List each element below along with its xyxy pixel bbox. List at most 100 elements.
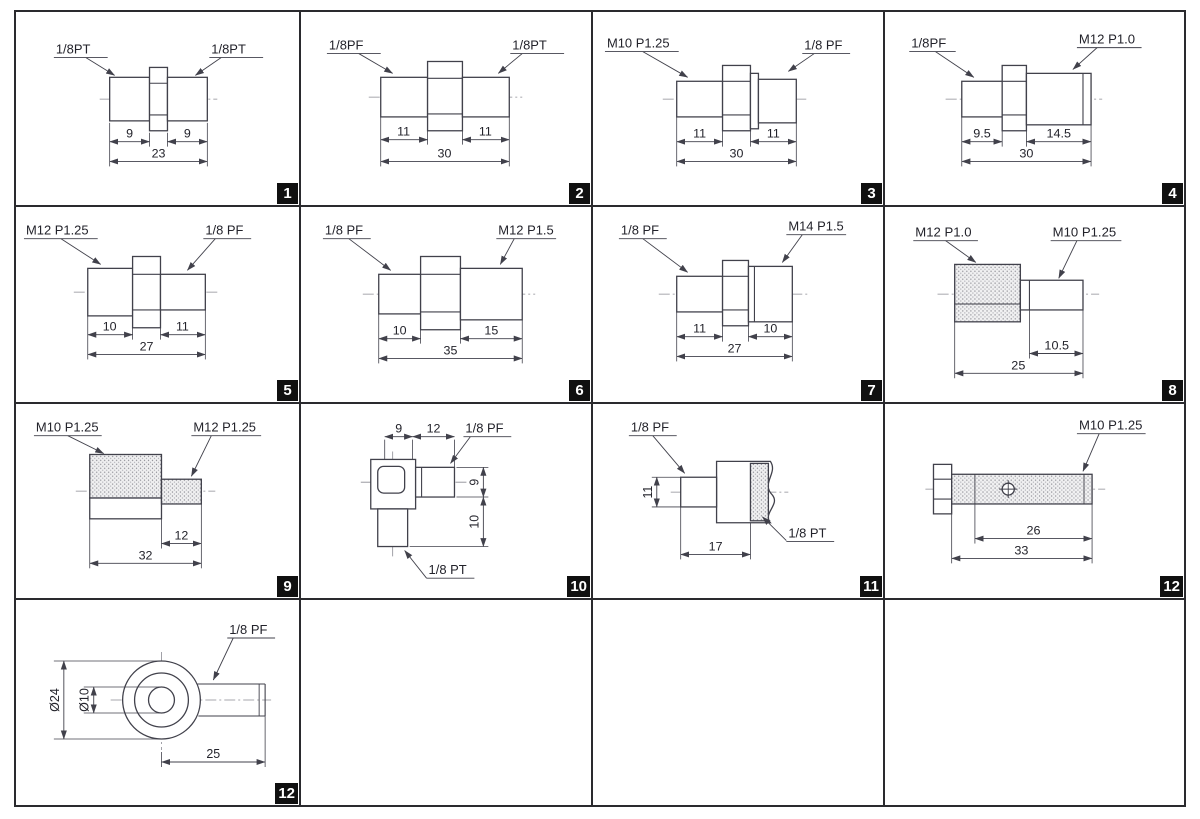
ring-bore xyxy=(147,686,176,714)
hex-body xyxy=(721,259,750,327)
dim-side: 11 xyxy=(641,486,655,499)
thread-label-left: M12 P1.25 xyxy=(26,223,89,238)
hex-body xyxy=(721,64,752,132)
cell-4: 1/8PF M12 P1.0 9.5 14.5 30 4 xyxy=(885,12,1184,207)
thread-label-right: M14 P1.5 xyxy=(788,219,843,234)
female-body xyxy=(89,453,163,499)
cell-5: M12 P1.25 1/8 PF 10 11 27 5 xyxy=(16,207,301,404)
dim-left: 11 xyxy=(693,127,706,141)
dim-outer-diameter: Ø24 xyxy=(48,688,62,712)
dim-left: 10 xyxy=(393,324,407,338)
cell-number-badge: 8 xyxy=(1162,380,1183,401)
dim-side-lower: 10 xyxy=(467,515,481,529)
threaded-shank xyxy=(951,473,1093,505)
thread-label-right: 1/8PT xyxy=(211,42,246,57)
cell-number-badge: 3 xyxy=(861,183,882,204)
left-thread-body xyxy=(676,80,724,118)
dim-inner-diameter: Ø10 xyxy=(78,688,92,712)
cell-number-badge: 4 xyxy=(1162,183,1183,204)
left-thread-body xyxy=(676,275,724,313)
dim-thread: 26 xyxy=(1026,524,1040,538)
dim-left: 9 xyxy=(126,127,133,141)
cell-number-badge: 7 xyxy=(861,380,882,401)
dim-right: 10 xyxy=(763,322,777,336)
cell-8: M12 P1.0 M10 P1.25 10.5 25 8 xyxy=(885,207,1184,404)
hex-body xyxy=(1001,64,1028,132)
fitting-drawing-1: 1/8PT 1/8PT 9 9 23 xyxy=(53,42,264,167)
fitting-drawing-13: 1/8 PF Ø24 Ø10 25 xyxy=(48,622,276,767)
dim-left: 11 xyxy=(693,322,706,336)
cell-11: 1/8 PF 11 17 1/8 PT 11 xyxy=(593,404,885,600)
thread-label-left: 1/8PF xyxy=(911,36,946,51)
elbow-port-face xyxy=(377,465,406,494)
thread-label-right-port: 1/8 PF xyxy=(465,421,503,436)
bottom-port-body xyxy=(377,508,409,548)
fitting-drawing-12: M10 P1.25 26 33 xyxy=(925,418,1146,564)
dim-side-upper: 9 xyxy=(467,479,481,486)
thread-label-left: M12 P1.0 xyxy=(915,225,971,240)
left-thread-body xyxy=(380,76,429,118)
hex-body xyxy=(148,66,169,132)
hex-body xyxy=(131,255,162,329)
dim-left: 11 xyxy=(397,125,410,139)
thread-label-bottom-port: 1/8 PT xyxy=(429,562,467,577)
cell-13: 1/8 PF Ø24 Ø10 25 12 xyxy=(16,600,301,805)
right-thread-body xyxy=(159,273,206,311)
dim-total: 25 xyxy=(1011,358,1025,372)
thread-label-left: M10 P1.25 xyxy=(607,36,670,51)
cell-number-badge: 11 xyxy=(860,576,882,597)
dim-right: 11 xyxy=(767,127,780,141)
cell-2: 1/8PF 1/8PT 11 11 30 2 xyxy=(301,12,593,207)
thread-label-right: M12 P1.25 xyxy=(193,420,256,435)
dim-total: 30 xyxy=(730,147,744,161)
right-thread-body xyxy=(757,78,797,124)
dim-right: 9 xyxy=(184,127,191,141)
thread-label-top: 1/8 PF xyxy=(229,622,267,637)
dim-right: 10.5 xyxy=(1044,339,1069,353)
thread-label-left: 1/8PF xyxy=(329,38,364,53)
fitting-drawing-5: M12 P1.25 1/8 PF 10 11 27 xyxy=(23,223,252,360)
cell-3: M10 P1.25 1/8 PF 11 11 30 3 xyxy=(593,12,885,207)
dim-right: 11 xyxy=(176,320,189,334)
cell-10: 9 12 1/8 PF 9 10 1/8 PT 10 xyxy=(301,404,593,600)
dim-top-left: 9 xyxy=(395,422,402,436)
thread-label-right: 1/8 PT xyxy=(788,526,826,541)
thread-label-right: M12 P1.5 xyxy=(498,223,553,238)
collar xyxy=(749,72,760,130)
thread-label-left: 1/8 PF xyxy=(621,223,659,238)
dim-total: 35 xyxy=(444,344,458,358)
right-thread-body xyxy=(166,76,208,122)
thread-label-right: M10 P1.25 xyxy=(1053,225,1117,240)
cell-9: M10 P1.25 M12 P1.25 12 32 9 xyxy=(16,404,301,600)
dim-length: 25 xyxy=(206,747,220,761)
cell-number-badge: 6 xyxy=(569,380,590,401)
dim-total: 30 xyxy=(438,147,452,161)
cell-empty-16 xyxy=(885,600,1184,805)
cell-empty-15 xyxy=(593,600,885,805)
cell-number-badge: 10 xyxy=(567,576,590,597)
dim-right: 15 xyxy=(484,324,498,338)
cell-6: 1/8 PF M12 P1.5 10 15 35 6 xyxy=(301,207,593,404)
dim-total: 27 xyxy=(728,342,742,356)
thread-label-right: 1/8PT xyxy=(512,38,547,53)
dim-right: 11 xyxy=(479,125,492,139)
dim-total: 23 xyxy=(152,147,166,161)
fitting-drawing-6: 1/8 PF M12 P1.5 10 15 35 xyxy=(322,223,557,364)
male-thread-body xyxy=(1019,279,1084,311)
dim-total: 32 xyxy=(139,548,153,562)
dim-right: 12 xyxy=(174,529,188,543)
dim-total: 30 xyxy=(1019,147,1033,161)
female-body xyxy=(954,263,1022,323)
cell-number-badge: 2 xyxy=(569,183,590,204)
dim-bottom: 17 xyxy=(709,540,723,554)
right-thread-body xyxy=(461,76,510,118)
thread-label-top: M10 P1.25 xyxy=(1079,418,1143,433)
thread-label-left: 1/8PT xyxy=(56,42,91,57)
left-thread-body xyxy=(109,76,151,122)
left-thread-body xyxy=(87,267,134,317)
thread-label-right: 1/8 PF xyxy=(205,223,243,238)
dim-top-right: 12 xyxy=(427,422,441,436)
fitting-drawing-4: 1/8PF M12 P1.0 9.5 14.5 30 xyxy=(909,32,1142,167)
bolt-head xyxy=(932,463,953,515)
cell-12: M10 P1.25 26 33 12 xyxy=(885,404,1184,600)
